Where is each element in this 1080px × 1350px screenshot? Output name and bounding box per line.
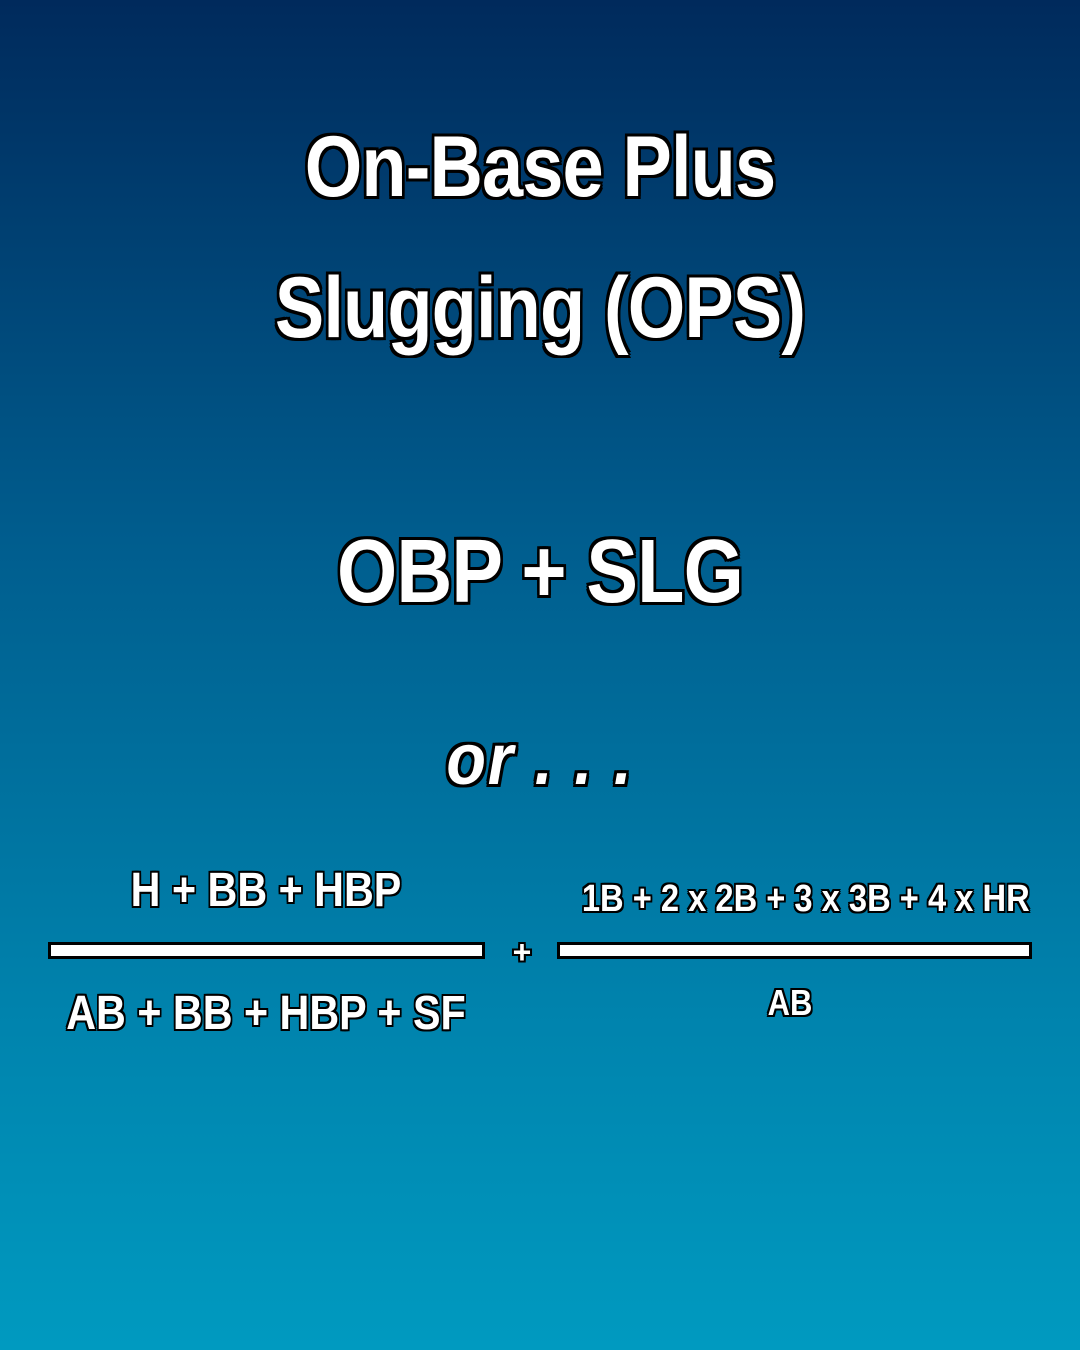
slg-numerator: 1B + 2 x 2B + 3 x 3B + 4 x HR xyxy=(581,878,1030,920)
title-line-1: On-Base Plus xyxy=(304,119,776,215)
slg-fraction-bar xyxy=(557,942,1032,959)
plus-operator: + xyxy=(512,934,532,970)
title-line-2: Slugging (OPS) xyxy=(274,260,806,356)
or-separator-text: or . . . xyxy=(446,720,634,800)
short-formula: OBP + SLG xyxy=(337,522,744,622)
obp-numerator: H + BB + HBP xyxy=(130,864,402,917)
obp-denominator: AB + BB + HBP + SF xyxy=(66,987,466,1040)
obp-fraction-bar xyxy=(48,942,485,959)
slg-denominator: AB xyxy=(767,982,813,1023)
